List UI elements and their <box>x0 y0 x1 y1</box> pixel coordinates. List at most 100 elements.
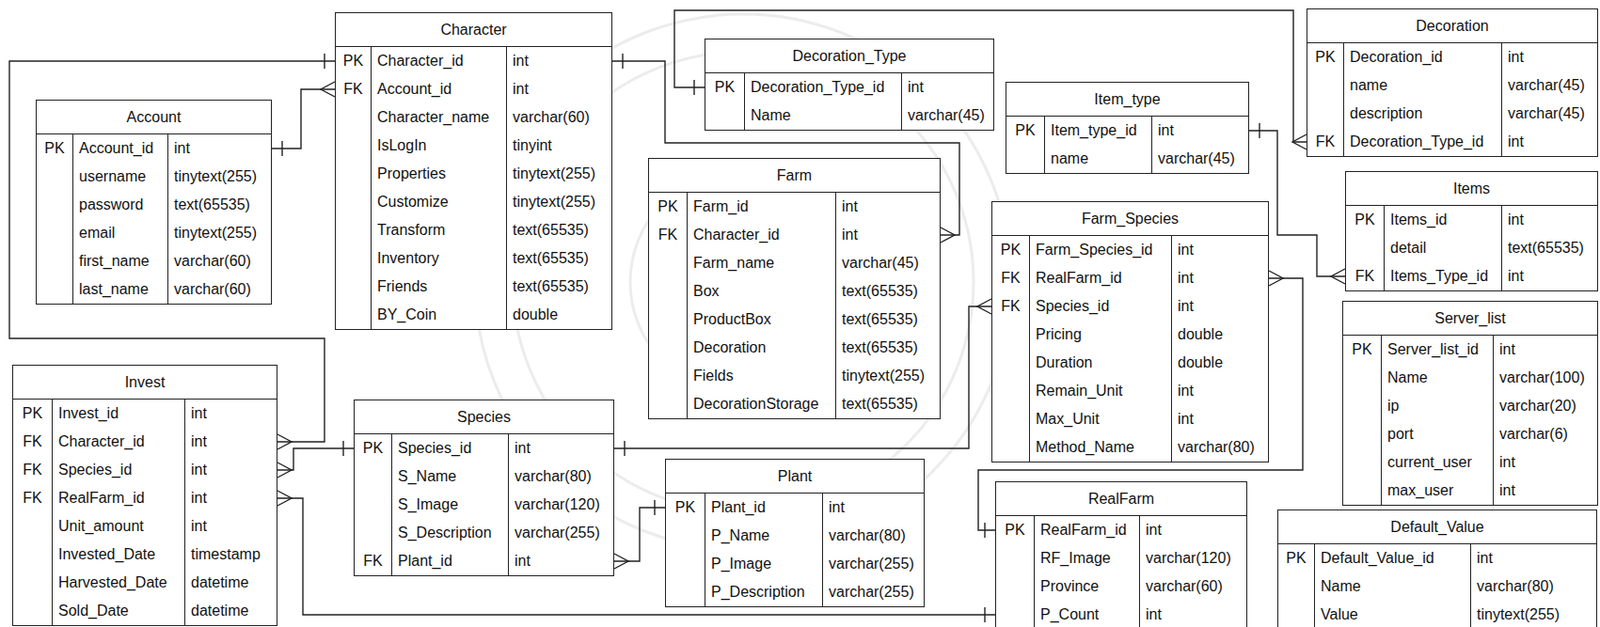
table-column: inttinytext(255)text(65535)tinytext(255)… <box>167 134 271 304</box>
column-type: varchar(60) <box>174 281 252 298</box>
column-name: Decoration_id <box>1349 48 1443 65</box>
column-name: Character_id <box>693 226 780 243</box>
column-name: Remain_Unit <box>1035 382 1123 399</box>
table-column: Default_Value_idNameValue <box>1314 544 1471 627</box>
column-type: tinytext(255) <box>174 224 257 241</box>
key-marker: PK <box>675 499 696 516</box>
crows-foot <box>614 554 629 570</box>
key-marker: FK <box>22 461 42 478</box>
table-column: RealFarm_idRF_ImageProvinceP_Count <box>1033 516 1140 627</box>
table-header: Decoration <box>1307 9 1598 44</box>
key-marker: PK <box>363 440 383 457</box>
entity-table: DecorationPKFKDecoration_idnamedescripti… <box>1306 8 1599 158</box>
column-name: Pricing <box>1035 326 1082 343</box>
key-marker: FK <box>343 80 363 97</box>
table-column: intvarchar(120)varchar(60)int <box>1139 516 1247 627</box>
column-type: datetime <box>190 574 249 591</box>
column-name: Sold_Date <box>58 602 129 619</box>
key-marker: PK <box>657 198 678 215</box>
table-column: Invest_idCharacter_idSpecies_idRealFarm_… <box>51 399 185 626</box>
column-type: int <box>514 440 531 457</box>
column-type: int <box>1157 122 1174 139</box>
column-name: Customize <box>377 193 449 210</box>
table-name: Decoration <box>1415 17 1489 34</box>
one-bar <box>281 141 283 157</box>
key-marker: FK <box>658 226 678 243</box>
relationship-line <box>614 507 666 562</box>
column-name: Inventory <box>377 250 440 267</box>
column-type: varchar(120) <box>514 496 601 513</box>
key-marker: PK <box>44 140 64 157</box>
column-name: RealFarm_id <box>1040 522 1127 539</box>
column-type: varchar(60) <box>1145 578 1223 595</box>
column-name: description <box>1349 105 1423 122</box>
table-name: RealFarm <box>1088 491 1155 507</box>
column-name: Character_name <box>377 109 490 126</box>
column-type: int <box>1145 606 1162 623</box>
column-type: int <box>190 433 207 450</box>
relationship-line <box>271 89 335 149</box>
column-type: varchar(100) <box>1499 369 1585 386</box>
key-marker: PK <box>1314 48 1335 65</box>
table-name: Item_type <box>1093 91 1160 108</box>
column-type: int <box>190 461 207 478</box>
column-type: tinytext(255) <box>1476 606 1560 623</box>
table-header: Items <box>1346 172 1598 206</box>
column-name: Invested_Date <box>58 546 156 563</box>
column-type: timestamp <box>190 546 261 563</box>
column-name: P_Count <box>1040 606 1099 623</box>
column-name: IsLogIn <box>377 137 427 154</box>
column-type: text(65535) <box>841 283 919 300</box>
column-type: int <box>190 405 207 422</box>
column-type: int <box>514 553 531 570</box>
table-column: Farm_idCharacter_idFarm_nameBoxProductBo… <box>686 192 836 419</box>
key-marker: FK <box>1355 268 1375 285</box>
table-name: Account <box>126 109 182 126</box>
column-type: int <box>1476 550 1493 567</box>
column-type: text(65535) <box>512 221 589 238</box>
entity-table: SpeciesPKFKSpecies_idS_NameS_ImageS_Desc… <box>353 399 615 577</box>
column-name: Name <box>1320 578 1362 595</box>
column-type: varchar(45) <box>1507 105 1585 122</box>
column-type: varchar(80) <box>514 468 592 485</box>
table-column: Decoration_idnamedescriptionDecoration_T… <box>1343 43 1502 157</box>
column-name: last_name <box>79 281 149 298</box>
crows-foot <box>977 299 992 315</box>
table-column: PK <box>996 516 1034 627</box>
crows-foot <box>277 434 292 450</box>
table-name: Farm_Species <box>1081 210 1179 227</box>
column-name: Transform <box>377 221 445 238</box>
table-column: PKFKFKFK <box>13 399 52 626</box>
column-type: int <box>1177 241 1194 258</box>
column-name: Properties <box>377 165 446 182</box>
relationship-group <box>271 81 335 157</box>
column-type: double <box>1177 354 1223 371</box>
table-column: PK <box>1343 335 1381 506</box>
table-header: RealFarm <box>996 482 1247 517</box>
table-column: Decoration_Type_idName <box>744 73 902 130</box>
column-name: S_Image <box>397 496 459 513</box>
table-column: Server_list_idNameipportcurrent_usermax_… <box>1380 335 1493 506</box>
column-type: text(65535) <box>841 396 919 412</box>
table-column: intvarchar(45) <box>901 73 994 130</box>
column-type: int <box>1177 382 1194 399</box>
relationship-group <box>614 500 666 570</box>
column-type: tinytext(255) <box>174 168 257 185</box>
key-marker: FK <box>22 433 42 450</box>
column-name: Decoration_Type_id <box>750 79 885 96</box>
column-name: Account_id <box>377 80 452 97</box>
column-type: varchar(255) <box>828 584 915 601</box>
table-column: intvarchar(45) <box>1151 116 1249 174</box>
column-name: Duration <box>1035 354 1093 371</box>
key-marker: PK <box>22 405 43 422</box>
one-bar <box>1258 123 1260 139</box>
column-name: Species_id <box>58 461 132 478</box>
one-bar <box>653 500 655 516</box>
entity-table: AccountPKAccount_idusernamepasswordemail… <box>35 99 272 305</box>
table-column: Item_type_idname <box>1044 116 1152 174</box>
key-marker: PK <box>1000 241 1021 258</box>
column-name: email <box>79 224 115 241</box>
table-column: PKFK <box>1307 43 1344 157</box>
table-header: Invest <box>13 365 277 400</box>
column-type: varchar(60) <box>512 109 590 126</box>
